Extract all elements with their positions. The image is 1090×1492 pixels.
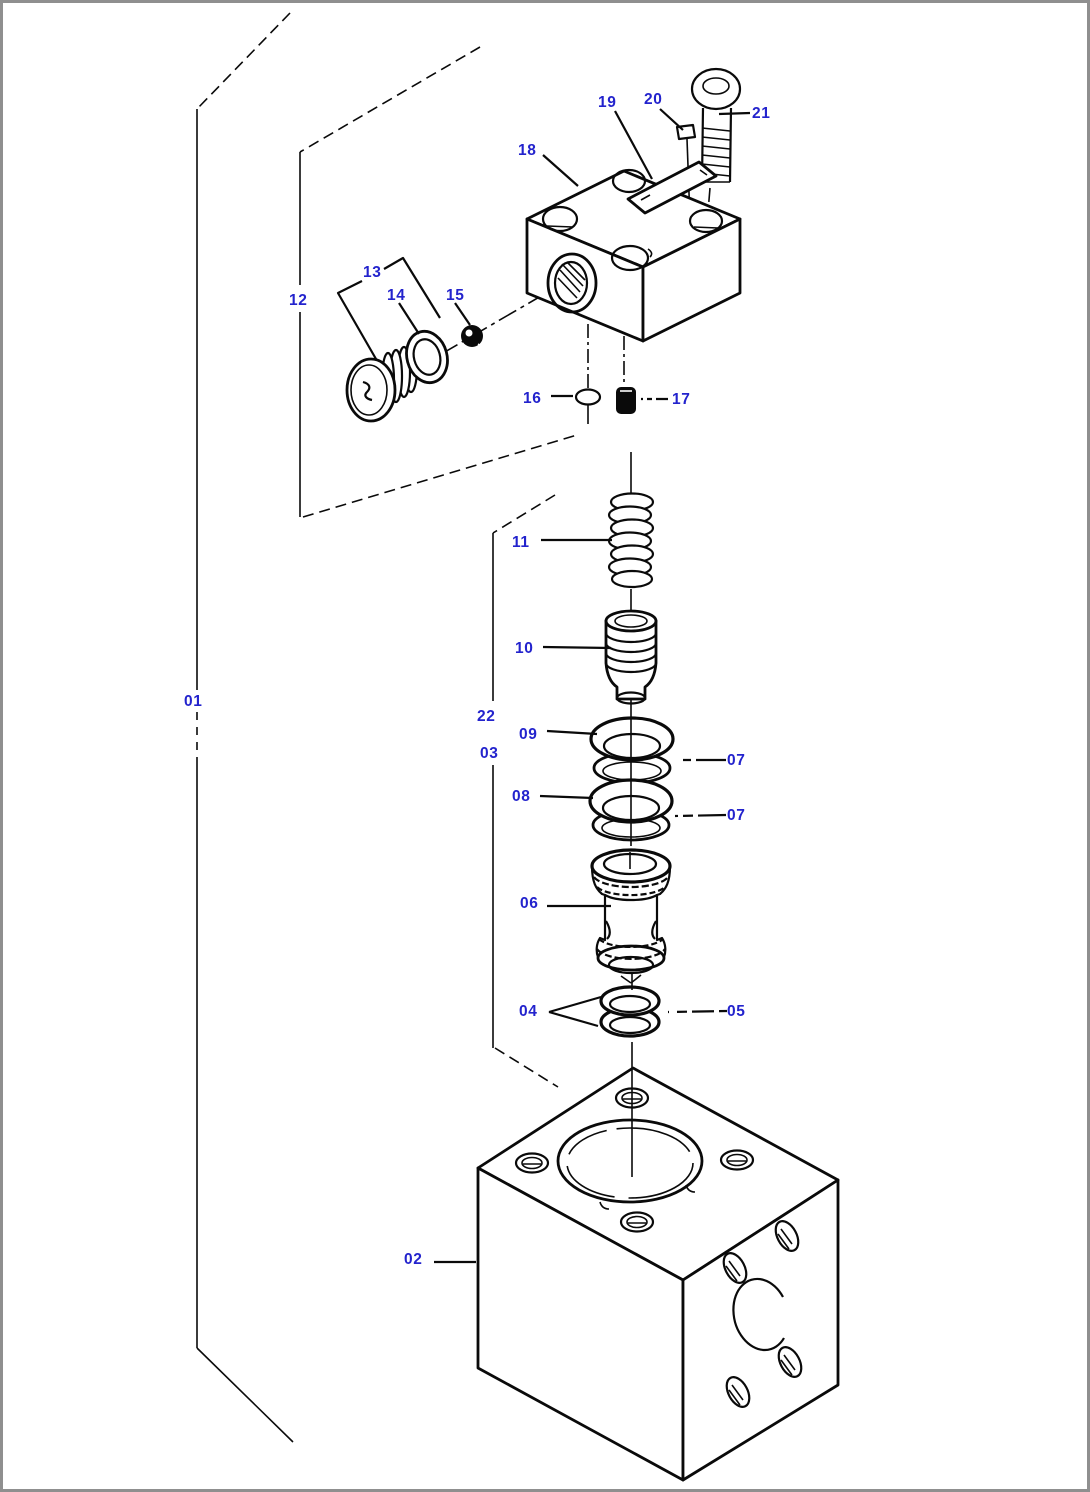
- part-09-o-ring: [589, 716, 675, 762]
- leader-20: [659, 108, 684, 131]
- leader-13b: [336, 280, 377, 360]
- leader-10: [542, 645, 612, 650]
- leader-15: [454, 302, 471, 326]
- callout-20[interactable]: 20: [644, 91, 662, 108]
- part-14-o-ring: [405, 329, 449, 385]
- part-19-plate: [626, 160, 718, 215]
- callout-17[interactable]: 17: [672, 391, 690, 408]
- washer-ring: [574, 388, 602, 406]
- callout-14[interactable]: 14: [387, 287, 405, 304]
- block18-hole-top: [611, 168, 647, 194]
- leader-21: [718, 111, 751, 116]
- subassembly-bracket-22-03: [492, 494, 559, 1088]
- callout-10[interactable]: 10: [515, 640, 533, 657]
- cartridge-ears: [605, 920, 657, 940]
- screw-threads: [701, 127, 731, 183]
- callout-11[interactable]: 11: [512, 534, 530, 551]
- leader-09: [546, 729, 598, 736]
- part-06-cartridge: [590, 848, 672, 975]
- callout-09[interactable]: 09: [519, 726, 537, 743]
- leader-05: [667, 1009, 728, 1014]
- leader-04: [548, 995, 602, 1028]
- block18-hole-right: [688, 208, 724, 234]
- block02-side-holes: [722, 1220, 803, 1408]
- plug-screw-body: [616, 387, 636, 414]
- callout-13[interactable]: 13: [363, 264, 381, 281]
- part-18-valve-block: [525, 168, 742, 343]
- callouts: 01 02 03 04 05 06 07 07 08 09 10 11 12 1…: [184, 91, 770, 1268]
- leader-lines: [336, 108, 751, 1264]
- part-13-plug-assembly: [345, 325, 484, 423]
- part-04-05-ring-set: [599, 985, 661, 1038]
- leader-13a: [383, 256, 441, 319]
- callout-03[interactable]: 03: [480, 745, 498, 762]
- callout-05[interactable]: 05: [727, 1003, 745, 1020]
- callout-08[interactable]: 08: [512, 788, 530, 805]
- callout-02[interactable]: 02: [404, 1251, 422, 1268]
- callout-04[interactable]: 04: [519, 1003, 537, 1020]
- callout-15[interactable]: 15: [446, 287, 464, 304]
- upper-ring: [599, 985, 661, 1017]
- main-axis-lines: [620, 700, 642, 1177]
- part-10-poppet: [604, 589, 658, 705]
- callout-07a[interactable]: 07: [727, 752, 745, 769]
- part-21-screw: [690, 67, 742, 225]
- assembly-bracket-01: [196, 12, 294, 1443]
- block02-right-face: [681, 1178, 840, 1482]
- part-11-spring: [607, 452, 655, 589]
- leader-18: [542, 154, 579, 187]
- screw-head: [690, 67, 742, 111]
- block02-main-bore: [556, 1118, 704, 1204]
- callout-18[interactable]: 18: [518, 142, 536, 159]
- callout-19[interactable]: 19: [598, 94, 616, 111]
- block18-side-port: [546, 252, 598, 314]
- callout-16[interactable]: 16: [523, 390, 541, 407]
- screw-socket: [702, 77, 730, 95]
- port-thread-hatch: [557, 261, 586, 299]
- plate-outline: [626, 160, 718, 215]
- subassembly-bracket-12: [299, 46, 578, 518]
- block02-small-marks: [599, 1184, 696, 1210]
- part-02-manifold-block: [476, 1066, 840, 1482]
- callout-06[interactable]: 06: [520, 895, 538, 912]
- part-15-nut: [461, 325, 484, 348]
- block18-hole-left: [541, 205, 579, 233]
- block18-right-face: [641, 217, 742, 343]
- leader-07b: [674, 813, 727, 818]
- leader-14: [398, 302, 420, 335]
- leader-08: [539, 794, 594, 800]
- callout-12[interactable]: 12: [289, 292, 307, 309]
- plug-socket-mark: [362, 380, 373, 402]
- callout-01[interactable]: 01: [184, 693, 202, 710]
- block18-hole-front: [610, 244, 650, 272]
- callout-21[interactable]: 21: [752, 105, 770, 122]
- block02-side-bore-arc: [732, 1277, 785, 1352]
- callout-07b[interactable]: 07: [727, 807, 745, 824]
- part-16-washer: [574, 324, 602, 424]
- callout-22[interactable]: 22: [477, 708, 495, 725]
- part-17-plug-screw: [616, 336, 636, 414]
- leader-19: [614, 110, 653, 180]
